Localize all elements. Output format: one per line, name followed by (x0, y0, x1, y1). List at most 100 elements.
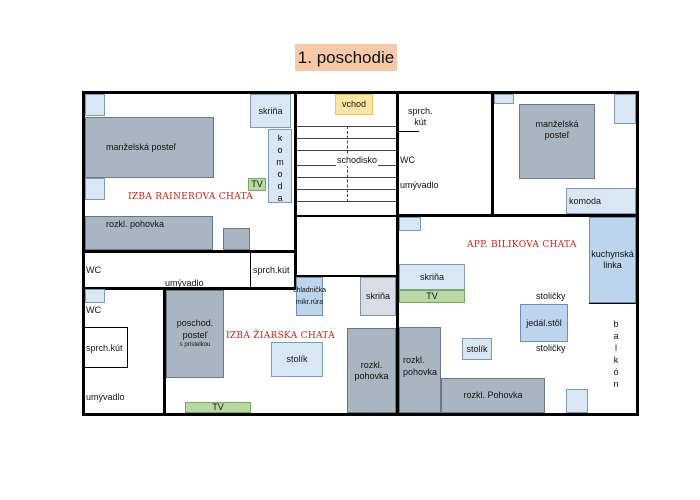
bilik-sofa-2: rozkl. Pohovka (441, 378, 545, 413)
middle-wardrobe: skriňa (360, 277, 396, 316)
corridor-washbasin-label: umývadlo (165, 278, 204, 288)
ziar-bed-note: s prístelkou (179, 342, 211, 348)
bilik-kitchen-label: kuchynská linka (591, 249, 634, 270)
rainer-wardrobe: skriňa (250, 94, 291, 128)
rainer-sofa-label: rozkl. pohovka (106, 219, 165, 229)
bilik-chairs-bottom: stoličky (536, 343, 566, 353)
ziar-shower-label: sprch.kút (86, 343, 123, 353)
rainer-room-name: IZBA RAINEROVA CHATA (128, 192, 254, 202)
ziar-wc-label: WC (86, 305, 101, 315)
bilik-dining-label: jedál.stôl (526, 317, 562, 328)
rainer-tv-label: TV (251, 179, 263, 189)
wc-partition-3 (85, 367, 128, 368)
bilik-tv: TV (399, 290, 465, 303)
outer-wall-left (82, 91, 85, 416)
wall-stairs-bottom (294, 215, 399, 217)
corridor-shower-wall (250, 253, 251, 287)
balcony-line (589, 303, 636, 304)
balcony-letter: l (615, 343, 617, 353)
entrance-label: vchod (341, 99, 367, 109)
rainer-double-bed: manželská posteľ (85, 117, 214, 178)
dresser-letter: m (276, 157, 284, 167)
bilik-bed-label: manželská posteľ (535, 119, 579, 140)
outer-wall-bottom (82, 413, 639, 416)
bilik-wardrobe: skriňa (399, 264, 465, 290)
bilik-table-label: stolík (466, 343, 488, 354)
stair-step (297, 126, 396, 127)
ziar-sofa-label: rozkl. pohovka (354, 359, 389, 381)
corridor-shower-label: sprch.kút (253, 265, 290, 275)
corner-square (399, 217, 421, 231)
stair-step (297, 201, 396, 202)
bilik-sofa1-label: rozkl. pohovka (403, 355, 438, 377)
corner-square (85, 178, 105, 200)
bilik-dining-table: jedál.stôl (520, 304, 568, 342)
rainer-tv: TV (248, 178, 266, 191)
stair-step (297, 150, 396, 151)
wall-stairs-left (396, 91, 399, 413)
ziar-bunk-bed: poschod. posteľ s prístelkou (166, 290, 224, 378)
ziar-table-label: stolík (286, 354, 308, 364)
wall-rainer-bottom (82, 250, 297, 253)
bilik-dresser-label: komoda (569, 195, 602, 206)
page-title: 1. poschodie (295, 44, 397, 71)
stair-step (297, 189, 396, 190)
corner-square (85, 94, 105, 116)
balcony-letter: b (613, 319, 619, 329)
balcony-letter: ó (613, 367, 619, 377)
bilik-double-bed: manželská posteľ (519, 104, 595, 179)
balcony-letter: n (613, 379, 619, 389)
balcony: b a l k ó n (606, 318, 626, 398)
dresser-letter: d (277, 181, 283, 191)
ziar-tv-label: TV (212, 402, 224, 412)
ziar-sofa: rozkl. pohovka (347, 328, 396, 413)
dresser-letter: o (277, 145, 283, 155)
corridor-wc-label: WC (86, 265, 101, 275)
wall-rainer-right (294, 91, 297, 289)
entrance: vchod (335, 94, 373, 115)
ziar-table: stolík (271, 342, 323, 377)
bath-washbasin-label: umývadlo (400, 180, 439, 190)
bilik-sofa-1: rozkl. pohovka (399, 327, 441, 413)
bilik-wardrobe-label: skriňa (419, 271, 444, 282)
wall-corridor-bottom (82, 287, 297, 290)
dresser-letter: o (277, 169, 283, 179)
ziar-washbasin-label: umývadlo (86, 392, 125, 402)
microwave-label: mikr.rúra (295, 298, 324, 306)
ziar-bed-label: poschod. posteľ (176, 318, 214, 340)
outer-wall-right (636, 91, 639, 416)
wc-partition-1 (85, 327, 127, 328)
bath-wc-label: WC (400, 155, 415, 165)
balcony-letter: k (613, 355, 619, 365)
middle-wardrobe-label: skriňa (365, 291, 390, 301)
wall-kitchen-bottom (296, 275, 396, 277)
rainer-wardrobe-label: skriňa (258, 105, 283, 116)
bilik-sofa2-label: rozkl. Pohovka (463, 390, 523, 400)
wall-bilik-top (396, 214, 639, 217)
ziar-tv: TV (185, 402, 251, 413)
wall-ziar-wc-right (163, 289, 166, 413)
dresser-letter: a (277, 193, 283, 203)
bilik-dresser: komoda (566, 188, 636, 214)
balcony-letter: a (613, 331, 619, 341)
bath-partition (399, 131, 419, 132)
corner-square (566, 389, 588, 413)
bilik-room-name: APP. BILIKOVA CHATA (467, 240, 577, 250)
corner-square (494, 94, 514, 104)
stair-step (297, 138, 396, 139)
corner-square (85, 289, 105, 303)
staircase-label: schodisko (336, 155, 379, 166)
fridge-microwave: chladnička mikr.rúra (292, 277, 327, 316)
bilik-table: stolík (462, 338, 492, 360)
outer-wall-top (82, 91, 639, 94)
dresser-letter: k (277, 133, 283, 143)
bilik-chairs-top: stoličky (536, 291, 566, 301)
rainer-sofa: rozkl. pohovka (85, 216, 213, 250)
corner-square (614, 94, 636, 124)
bilik-kitchen: kuchynská linka (589, 217, 636, 303)
bath-shower-label: sprch. kút (408, 106, 433, 127)
rainer-dresser: k o m o d a (268, 129, 292, 203)
fridge-label: chladnička (292, 286, 327, 294)
stair-step (297, 177, 396, 178)
bilik-tv-label: TV (426, 291, 438, 301)
